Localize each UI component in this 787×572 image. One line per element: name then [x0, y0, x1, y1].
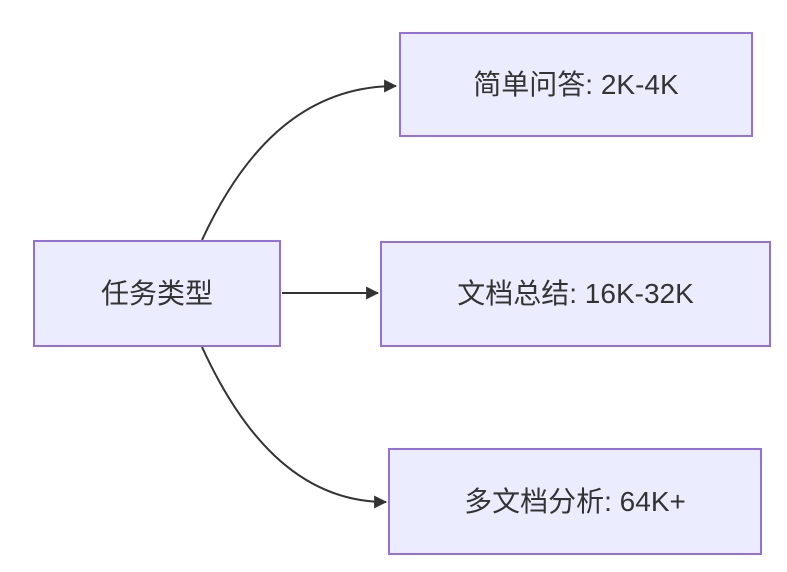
node-simple-qa: 简单问答: 2K-4K — [399, 32, 753, 137]
node-simple-qa-label: 简单问答: 2K-4K — [473, 68, 679, 100]
node-task-type: 任务类型 — [33, 240, 281, 347]
node-doc-summary: 文档总结: 16K-32K — [380, 241, 771, 347]
node-doc-summary-label: 文档总结: 16K-32K — [457, 278, 694, 310]
node-multi-doc: 多文档分析: 64K+ — [388, 448, 762, 555]
edge-root-to-simple-qa — [201, 79, 398, 241]
edge-root-to-multi-doc — [201, 346, 388, 509]
node-multi-doc-label: 多文档分析: 64K+ — [464, 485, 686, 517]
node-task-type-label: 任务类型 — [100, 277, 213, 309]
